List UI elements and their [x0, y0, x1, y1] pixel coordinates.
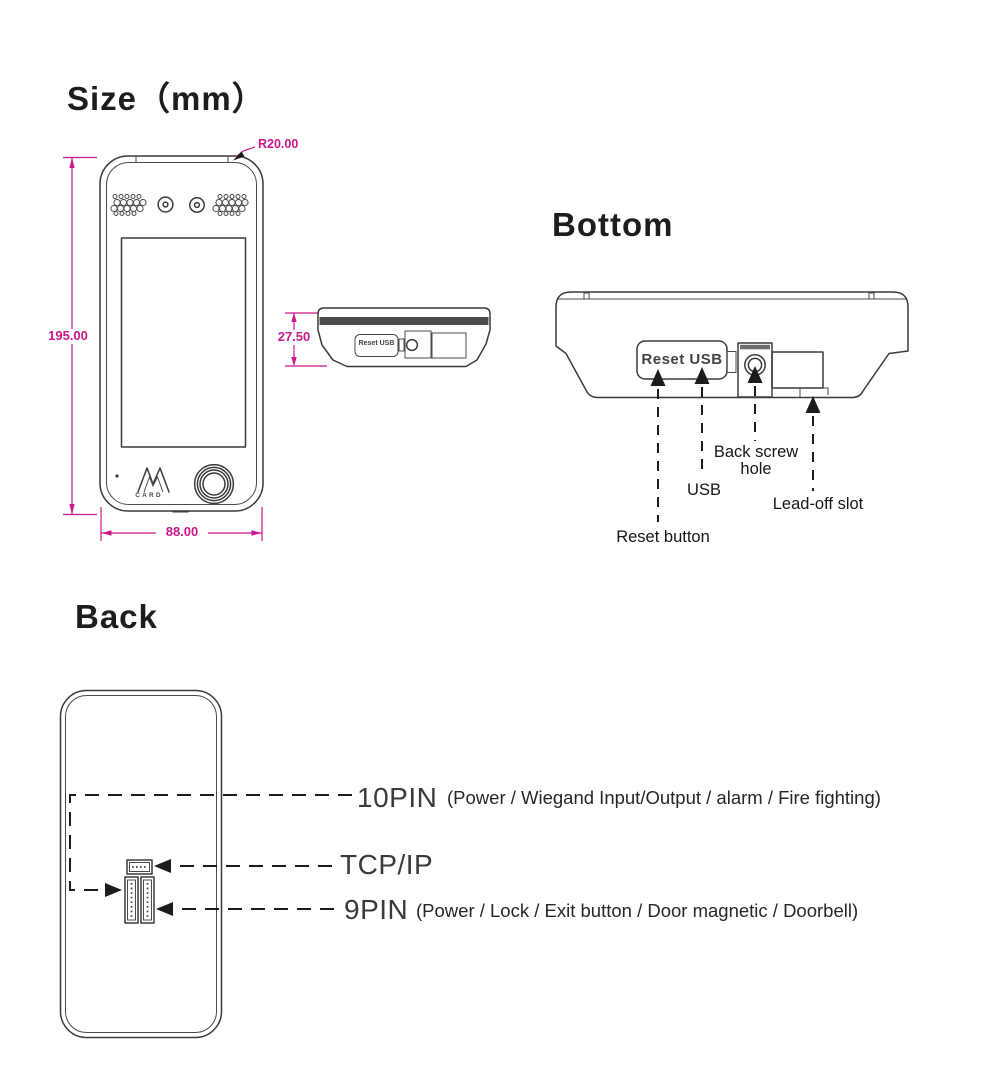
pin9-connector: [140, 876, 155, 924]
pin10-connector: [124, 876, 139, 924]
front-screen: [120, 237, 247, 448]
back-view-drawing: [59, 689, 352, 1039]
radius-dimension: R20.00: [258, 137, 299, 151]
back-section-title: Back: [75, 598, 158, 635]
usb-callout: USB: [687, 481, 721, 499]
camera-icon: [157, 196, 205, 213]
lead-off-slot-callout: Lead-off slot: [772, 495, 864, 513]
pin9-callout: 9PIN: [344, 894, 409, 925]
usb-port: [726, 351, 737, 373]
speaker-grille-right-icon: [212, 194, 249, 216]
size-section-title: Size（mm）: [67, 80, 266, 117]
height-dimension: 195.00: [43, 328, 93, 344]
tcpip-callout: TCP/IP: [340, 849, 434, 880]
front-view-drawing: [99, 155, 264, 513]
side-view-panel-label: Reset USB: [358, 340, 395, 347]
lead-off-slot: [771, 351, 824, 389]
width-dimension: 88.00: [156, 524, 208, 540]
bottom-view-drawing: [555, 291, 909, 522]
reset-button-callout: Reset button: [616, 528, 710, 546]
speaker-grille-left-icon: [110, 194, 147, 216]
pin10-detail: (Power / Wiegand Input/Output / alarm / …: [447, 787, 881, 808]
led-dot: [115, 474, 119, 478]
front-button-icon: [193, 463, 235, 505]
pin10-callout: 10PIN: [357, 782, 438, 813]
bottom-panel-label: Reset USB: [641, 351, 723, 368]
thickness-dimension: 27.50: [272, 329, 316, 345]
pin9-detail: (Power / Lock / Exit button / Door magne…: [416, 900, 859, 921]
card-logo-label: CARD: [135, 492, 163, 499]
back-screw-hole-callout: Back screw hole: [713, 443, 799, 479]
bottom-section-title: Bottom: [552, 206, 674, 243]
card-logo-icon-inner: [143, 475, 164, 493]
side-view-drawing: [317, 307, 491, 368]
card-logo-icon: [137, 467, 170, 493]
tcpip-connector: [126, 859, 153, 875]
